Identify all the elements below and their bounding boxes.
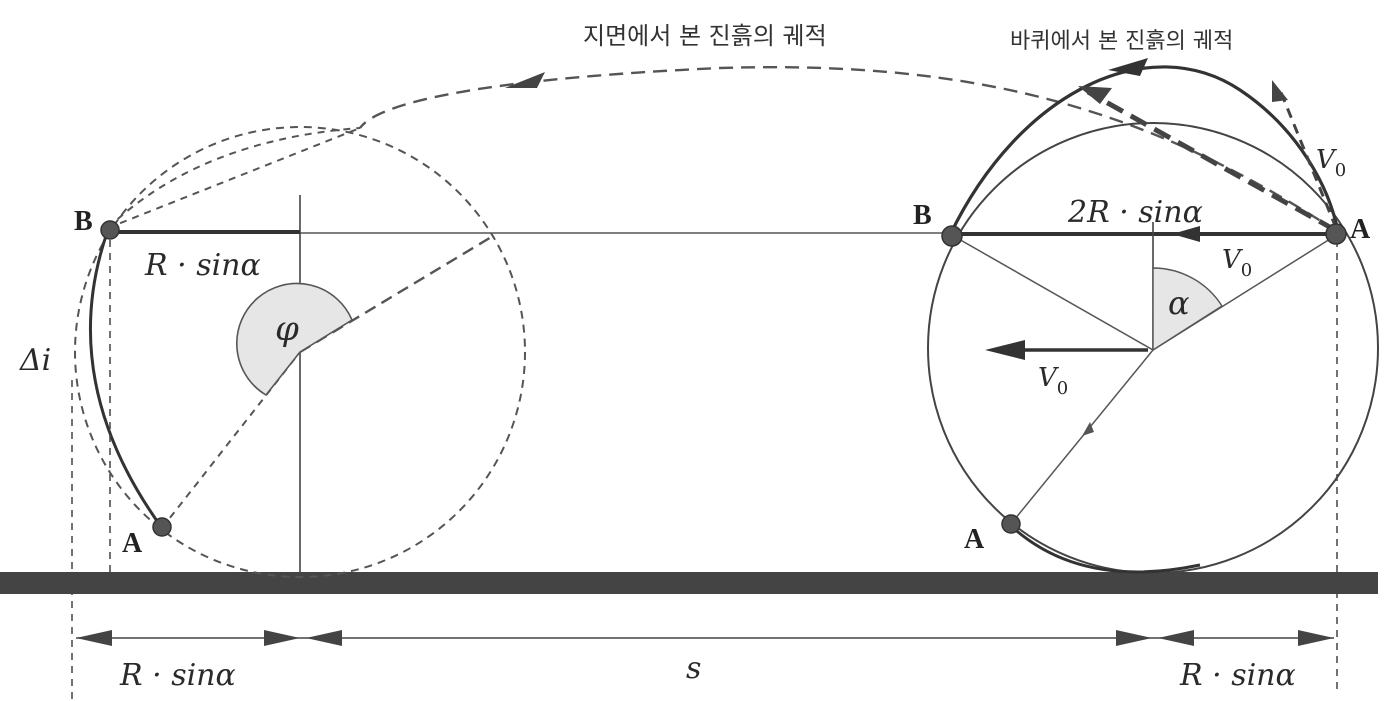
left-mud-path-arc xyxy=(88,229,164,529)
phi-label: φ xyxy=(275,309,299,349)
right-point-A-lower xyxy=(1001,514,1021,534)
left-point-A xyxy=(152,517,172,537)
dim-s-label: s xyxy=(686,651,701,686)
dim-arrow-mid-left-b xyxy=(306,630,342,646)
ground-bar xyxy=(0,572,1378,594)
radius-small-arrowhead xyxy=(1082,422,1094,436)
left-r-sin-label: R · sinα xyxy=(144,248,261,283)
dim-right-label: R · sinα xyxy=(1179,658,1296,693)
right-point-B xyxy=(941,225,963,247)
right-A-top-label: A xyxy=(1350,214,1371,245)
right-lower-heavy-arc xyxy=(1008,523,1201,574)
ground-trajectory-caption: 지면에서 본 진흙의 궤적 xyxy=(583,22,827,50)
wheel-view-trajectory xyxy=(948,65,1340,236)
dim-left-label: R · sinα xyxy=(119,658,236,693)
right-A-bottom-label: A xyxy=(964,524,985,555)
ground-trajectory-arrowhead xyxy=(505,72,545,88)
wheel-trajectory-caption: 바퀴에서 본 진흙의 궤적 xyxy=(1010,29,1233,54)
left-dashed-chord-upper xyxy=(107,127,361,229)
dim-arrow-mid-right-a xyxy=(1116,630,1152,646)
left-point-B xyxy=(100,220,120,240)
left-dashed-chord-lower xyxy=(107,127,361,229)
alpha-angle-sector xyxy=(1152,267,1223,352)
phi-angle-sector xyxy=(236,282,354,397)
left-wheel-dashed-circle xyxy=(74,126,526,578)
left-B-label: B xyxy=(74,206,93,237)
right-wheel-circle xyxy=(927,122,1379,574)
v0-top-label: V0 xyxy=(1316,145,1346,181)
dim-arrow-right-end xyxy=(1298,630,1334,646)
right-B-label: B xyxy=(913,200,932,231)
right-point-A xyxy=(1325,223,1347,245)
v0-up-dashed-arrow xyxy=(1278,89,1338,229)
v0-center-arrowhead xyxy=(985,340,1025,360)
dim-arrow-mid-right-b xyxy=(1158,630,1194,646)
right-dashed-tangent-arrowhead xyxy=(1078,86,1112,104)
delta-i-label: Δi xyxy=(19,343,51,378)
alpha-label: α xyxy=(1168,284,1190,322)
v0-up-arrowhead xyxy=(1272,80,1288,102)
two-r-sin-label: 2R · sinα xyxy=(1067,195,1203,230)
v0-center-label: V0 xyxy=(1038,363,1068,399)
dim-arrow-left-start xyxy=(76,630,112,646)
right-radius-to-lower-A xyxy=(1009,349,1154,526)
v0-mid-label: V0 xyxy=(1222,245,1252,281)
wheel-trajectory-arrowhead xyxy=(1108,58,1148,76)
dim-arrow-mid-left-a xyxy=(264,630,300,646)
right-radius-to-B xyxy=(949,233,1154,351)
right-dashed-tangent xyxy=(1086,89,1337,233)
left-A-label: A xyxy=(122,528,143,559)
v0-horizontal-arrowhead xyxy=(1172,226,1200,242)
